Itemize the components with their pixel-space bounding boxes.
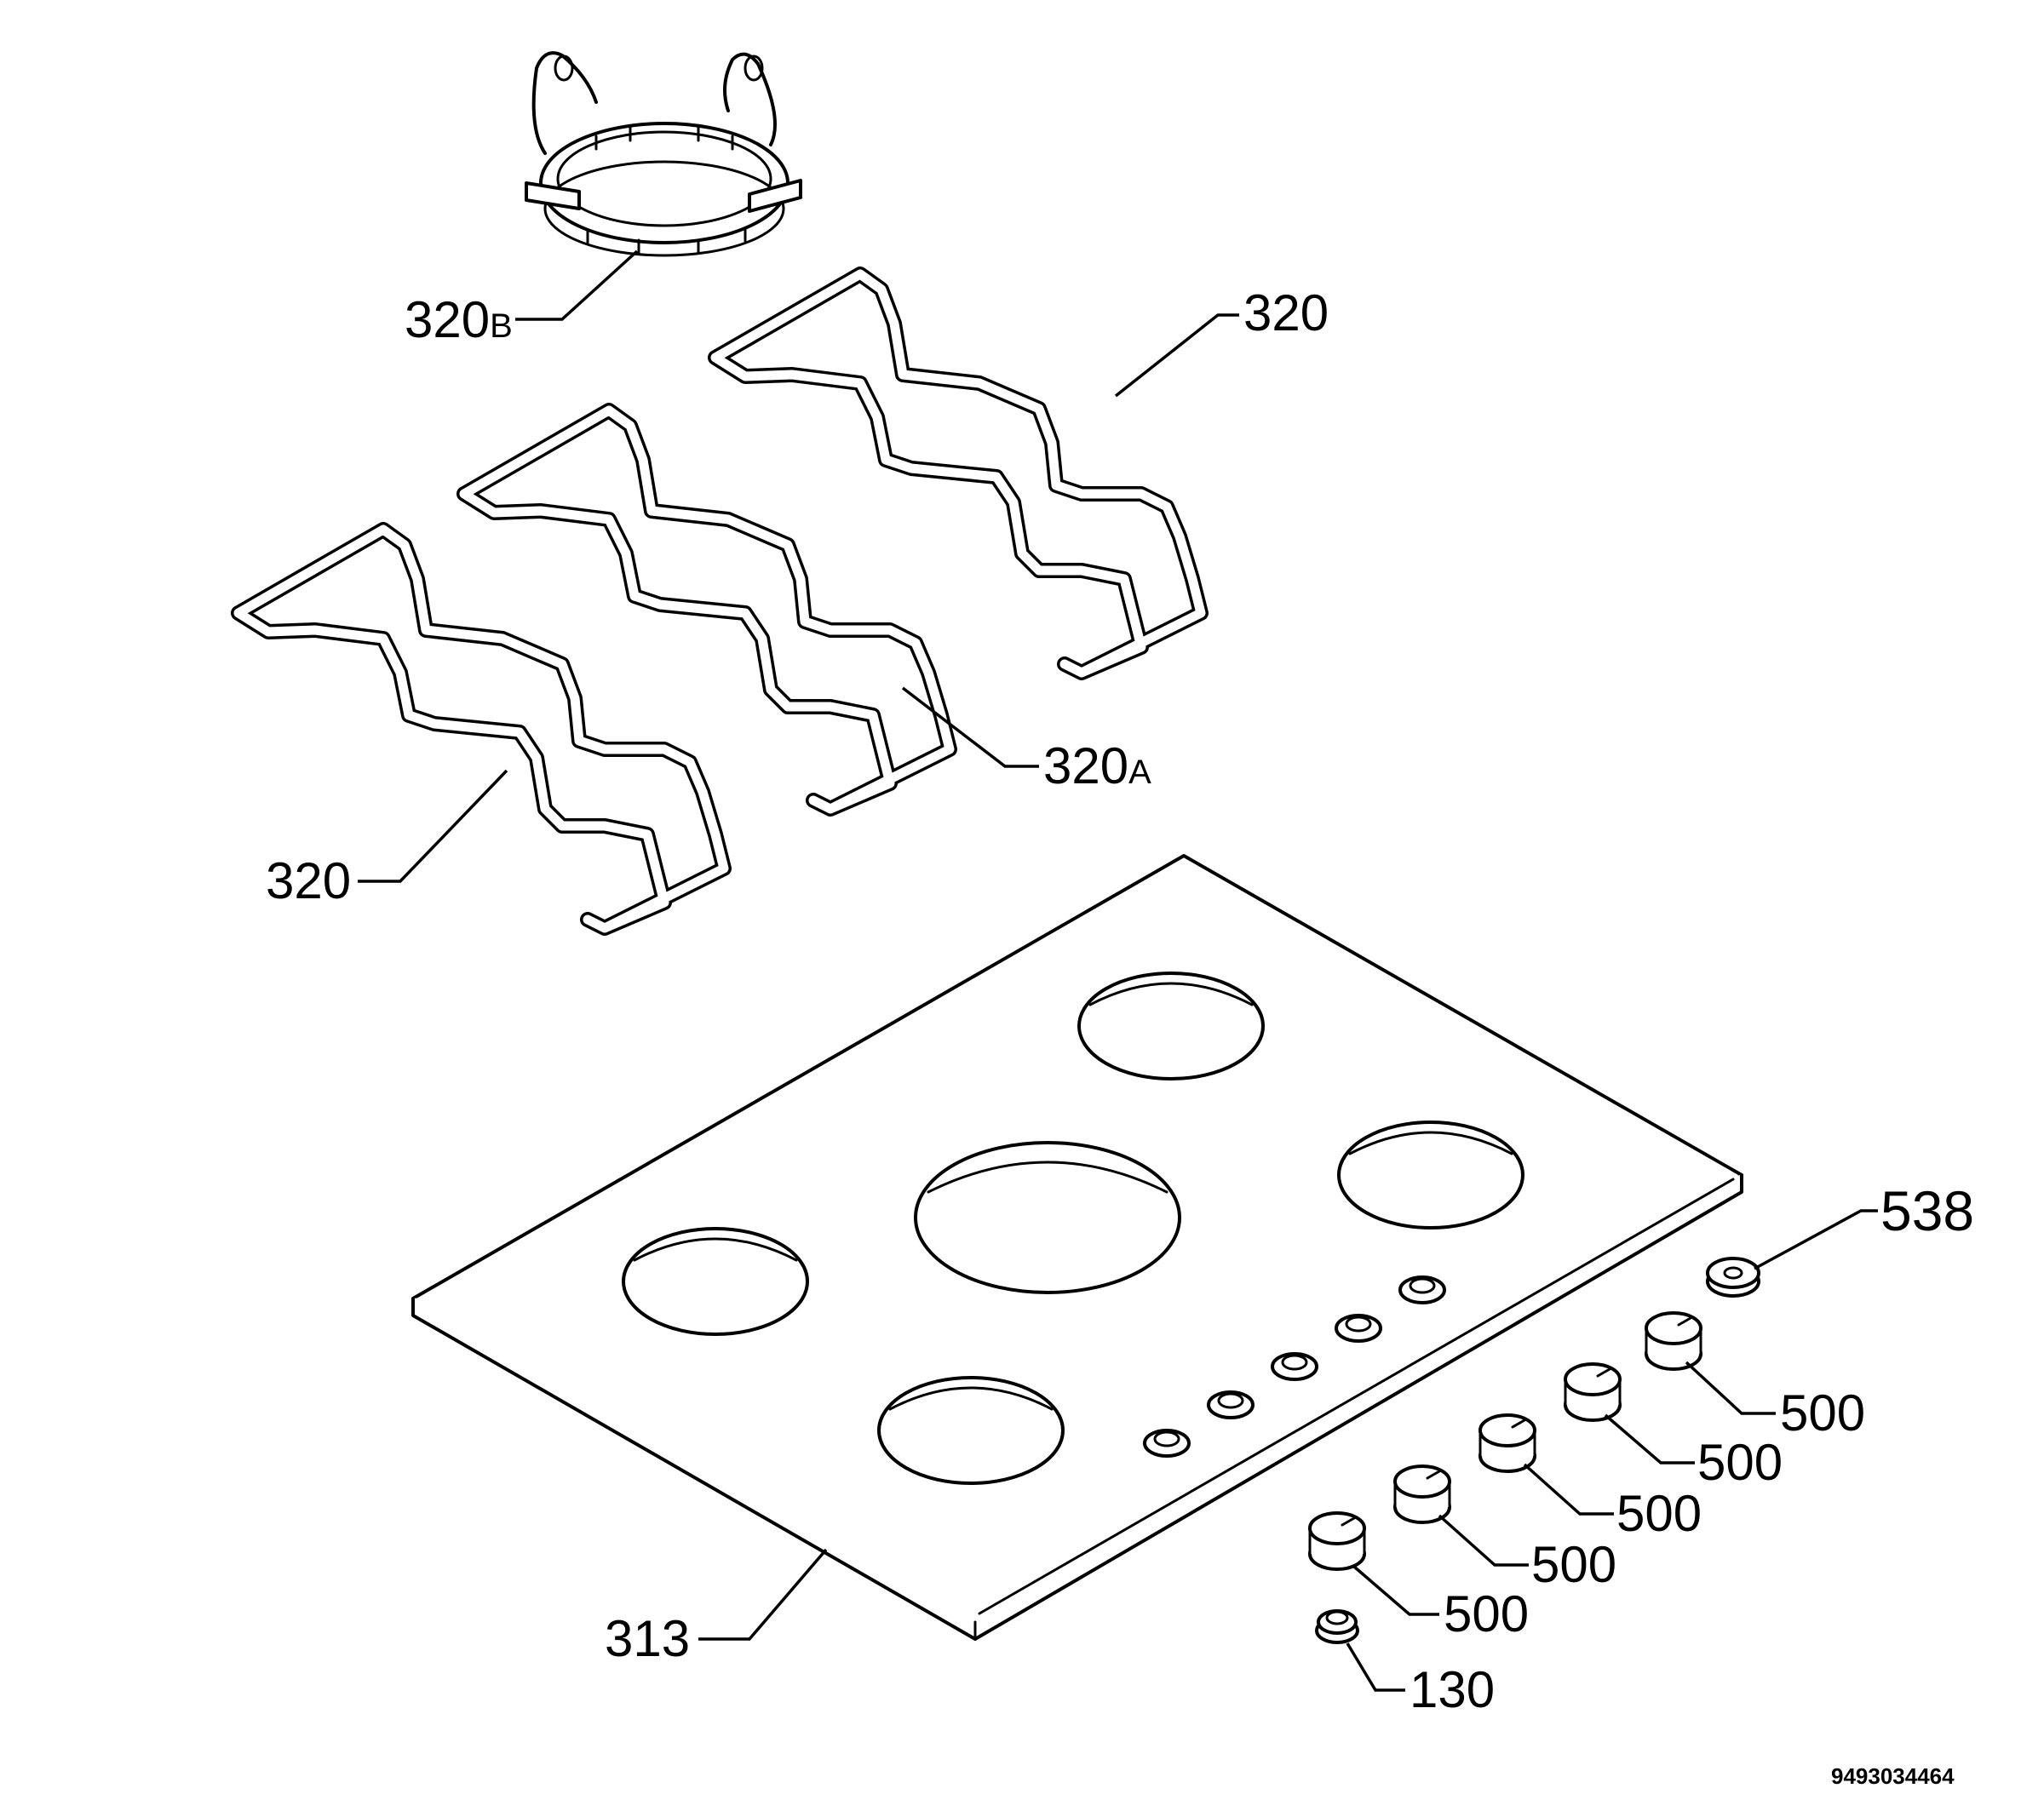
callout-knob-5: 500 <box>1780 1384 1865 1442</box>
callout-knob-2: 500 <box>1531 1536 1616 1593</box>
pan-support-rear-right <box>715 274 1201 673</box>
drawing-number: 9493034464 <box>1831 1763 1955 1789</box>
callout-spark-button: 130 <box>1410 1661 1495 1718</box>
control-knob-1 <box>1308 1511 1366 1571</box>
callout-knob-cap: 538 <box>1880 1179 1974 1242</box>
control-knob-5 <box>1645 1311 1702 1371</box>
knob-bushings <box>1143 1275 1446 1458</box>
burner-hole-left <box>622 1227 809 1336</box>
callout-knob-4: 500 <box>1697 1434 1783 1491</box>
callout-wok-ring: 320B <box>405 291 513 348</box>
callout-pan-support-rear-right: 320 <box>1243 284 1329 341</box>
knob-cap-part <box>1706 1257 1760 1298</box>
hob-top-plate <box>411 854 1743 1641</box>
callout-knob-1: 500 <box>1444 1585 1529 1642</box>
burner-hole-right <box>1337 1121 1524 1229</box>
burner-hole-center-large <box>914 1141 1181 1294</box>
wok-ring-part <box>525 51 802 257</box>
burner-hole-front <box>877 1376 1065 1485</box>
callout-pan-support-front-left: 320 <box>266 852 351 909</box>
spark-button-part <box>1315 1609 1359 1644</box>
callout-pan-support-middle: 320A <box>1043 737 1151 794</box>
control-knob-3 <box>1478 1413 1536 1473</box>
callout-knob-3: 500 <box>1616 1485 1702 1542</box>
control-knob-4 <box>1564 1362 1622 1422</box>
burner-hole-rear <box>1077 972 1265 1080</box>
callout-hob-top: 313 <box>605 1610 690 1667</box>
control-knob-2 <box>1393 1464 1451 1524</box>
leader-lines <box>358 249 1878 1692</box>
